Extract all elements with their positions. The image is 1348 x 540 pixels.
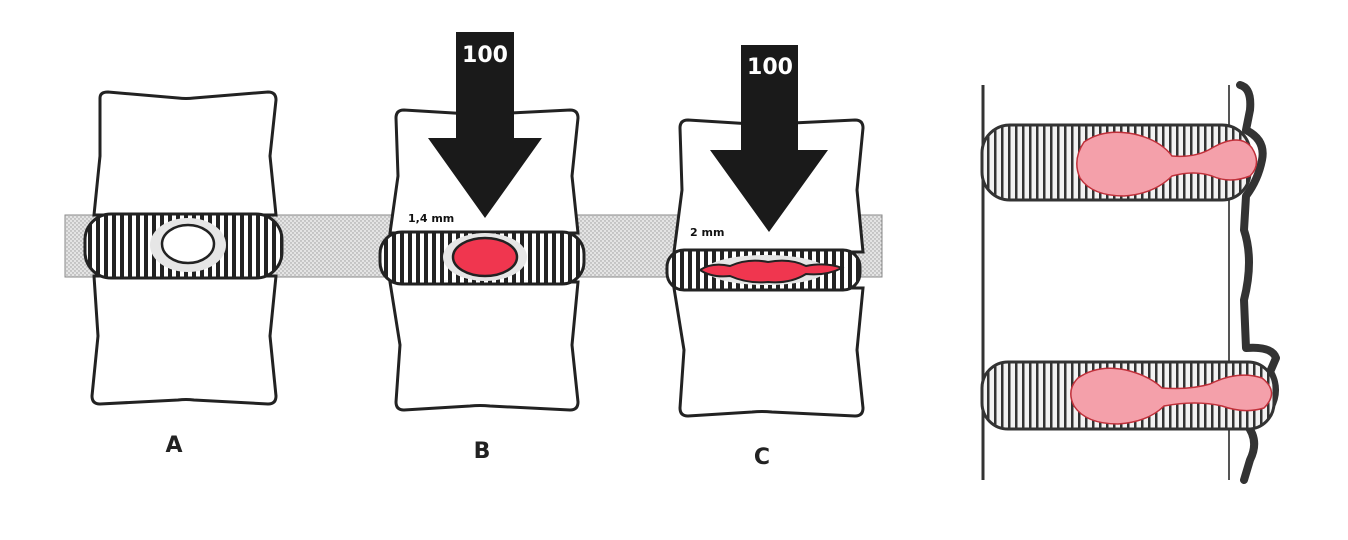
upper-vertebra-a bbox=[92, 90, 278, 217]
herniated-nucleus-upper bbox=[1076, 131, 1258, 197]
panel-b: 100 1,4 mm B bbox=[378, 32, 586, 464]
load-value-b: 100 bbox=[462, 43, 508, 68]
load-value-c: 100 bbox=[747, 55, 793, 80]
lower-vertebra-c bbox=[672, 286, 865, 418]
panel-label-c: C bbox=[754, 445, 770, 470]
sagittal-spine-panel bbox=[980, 81, 1280, 484]
compression-measure-c: 2 mm bbox=[690, 226, 724, 239]
panel-a: A bbox=[83, 90, 284, 458]
compression-measure-b: 1,4 mm bbox=[408, 212, 454, 225]
lower-vertebra-a bbox=[90, 274, 278, 406]
load-arrow-c bbox=[710, 45, 828, 232]
lower-vertebra-b bbox=[388, 280, 580, 412]
disc-nucleus-b bbox=[451, 236, 519, 278]
disc-nucleus-a bbox=[160, 223, 216, 265]
panel-c: 100 2 mm C bbox=[665, 45, 865, 470]
disc-nucleus-c bbox=[698, 259, 845, 284]
load-arrow-b bbox=[428, 32, 542, 218]
herniated-nucleus-lower bbox=[1070, 367, 1273, 425]
panel-label-b: B bbox=[474, 439, 491, 464]
panel-label-a: A bbox=[165, 433, 182, 458]
